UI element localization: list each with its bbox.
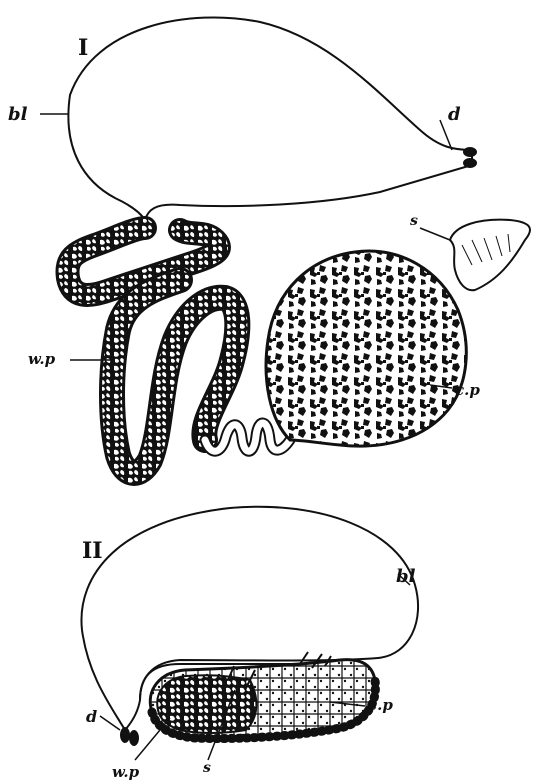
panel-II: II bl d w.p s c.p xyxy=(81,507,418,781)
panel-II-label-cp: c.p xyxy=(368,696,393,714)
panel-I-duct-tip-2 xyxy=(463,158,477,168)
panel-I: I bl d s w.p c.p xyxy=(8,17,530,472)
panel-I-duct-tip xyxy=(463,147,477,157)
panel-II-duct-tip-2 xyxy=(129,730,139,746)
panel-I-numeral: I xyxy=(78,35,88,61)
panel-II-label-wp: w.p xyxy=(112,763,140,781)
panel-II-label-d: d xyxy=(86,707,97,726)
panel-II-numeral: II xyxy=(82,538,103,564)
panel-I-coloured-portion xyxy=(266,251,466,446)
panel-I-label-cp: c.p xyxy=(455,381,480,399)
panel-II-label-s: s xyxy=(203,760,211,776)
panel-I-label-s: s xyxy=(410,213,418,229)
panel-I-bladder xyxy=(68,17,472,220)
panel-I-label-d: d xyxy=(448,104,461,125)
panel-II-duct-tip xyxy=(120,727,130,743)
panel-II-wp-leader xyxy=(135,718,170,760)
panel-I-label-wp: w.p xyxy=(28,350,56,368)
panel-II-label-bl: bl xyxy=(396,566,416,587)
panel-II-white-portion xyxy=(157,675,256,733)
panel-I-s-leader xyxy=(420,228,450,240)
panel-I-label-bl: bl xyxy=(8,104,28,125)
